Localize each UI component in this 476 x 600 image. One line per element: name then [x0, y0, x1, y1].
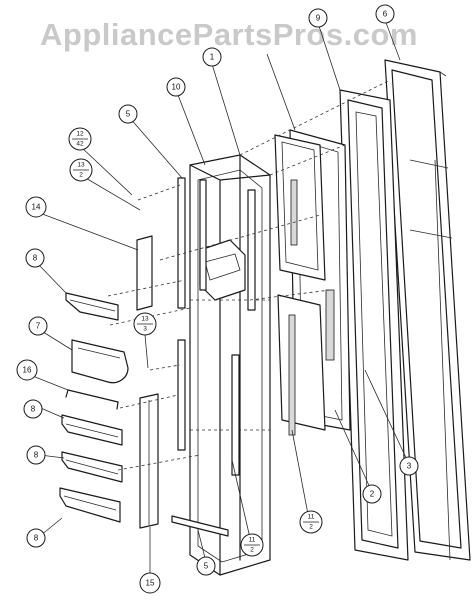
callout-7: 7 [28, 316, 48, 336]
door-outer-panel [384, 59, 471, 561]
shelf-rail-strips [177, 177, 256, 476]
bottom-trim-piece [171, 515, 229, 537]
leader-lines [29, 19, 409, 576]
callout-15: 15 [139, 572, 161, 594]
callout-8-b-label: 8 [31, 405, 36, 414]
callout-15-label: 15 [146, 579, 155, 588]
callout-6: 6 [375, 4, 395, 24]
callout-3-label: 3 [407, 462, 412, 471]
callout-9-label: 9 [316, 14, 321, 23]
callout-fraction-11-2-right: 11 2 [299, 510, 323, 534]
callout-5-top: 5 [118, 104, 138, 124]
short-trim-strip [136, 235, 153, 311]
callout-1: 1 [202, 47, 222, 67]
fraction-11b-top: 11 [308, 514, 315, 521]
callout-16-label: 16 [23, 366, 32, 375]
callout-fraction-12-42: 12 42 [68, 127, 92, 151]
callout-1-label: 1 [210, 53, 215, 62]
fraction-13b-top: 13 [141, 316, 149, 323]
lower-inner-panel [277, 294, 326, 436]
shelf-bar [65, 389, 119, 410]
callout-5-bottom: 5 [196, 556, 216, 576]
fraction-13a-bottom: 2 [79, 172, 83, 179]
door-bin-3 [61, 451, 123, 483]
watermark-text: AppliancePartsPros.com [40, 17, 418, 52]
callout-8-b: 8 [23, 399, 43, 419]
callout-10-label: 10 [172, 83, 181, 92]
callout-8-a-label: 8 [33, 254, 38, 263]
callout-6-label: 6 [383, 10, 388, 19]
alignment-lines [107, 79, 391, 471]
fraction-13b-bottom: 3 [143, 326, 147, 333]
callout-2: 2 [362, 484, 382, 504]
callout-3: 3 [399, 456, 419, 476]
callout-10: 10 [166, 77, 186, 97]
fraction-11a-top: 11 [249, 537, 256, 544]
upper-inner-panel [274, 134, 326, 281]
callout-2-label: 2 [370, 490, 375, 499]
callout-7-label: 7 [36, 322, 41, 331]
fraction-11a-bottom: 2 [250, 547, 254, 554]
fraction-12-top: 12 [76, 131, 84, 138]
door-bin-4 [59, 487, 121, 523]
callout-8-a: 8 [25, 248, 45, 268]
callout-5-top-label: 5 [126, 110, 131, 119]
callout-9: 9 [308, 8, 328, 28]
vertical-trim-strip [139, 393, 159, 529]
callout-fraction-13-3: 13 3 [133, 312, 157, 336]
callout-8-d-label: 8 [34, 534, 39, 543]
callout-8-c: 8 [26, 445, 46, 465]
callout-16: 16 [16, 359, 38, 381]
callout-14-label: 14 [32, 203, 41, 212]
door-bin-upper [65, 292, 119, 321]
callout-8-c-label: 8 [34, 451, 39, 460]
callout-8-d: 8 [26, 528, 46, 548]
door-liner-frame [339, 89, 409, 561]
callout-5-bottom-label: 5 [204, 562, 209, 571]
fraction-12-bottom: 42 [76, 141, 84, 148]
callout-fraction-13-2: 13 2 [69, 158, 93, 182]
door-bin-2 [61, 414, 123, 446]
door-bin-large [71, 339, 129, 384]
fraction-13a-top: 13 [77, 162, 85, 169]
fraction-11b-bottom: 2 [309, 524, 313, 531]
callout-14: 14 [25, 196, 47, 218]
callout-fraction-11-2-left: 11 2 [240, 533, 264, 557]
